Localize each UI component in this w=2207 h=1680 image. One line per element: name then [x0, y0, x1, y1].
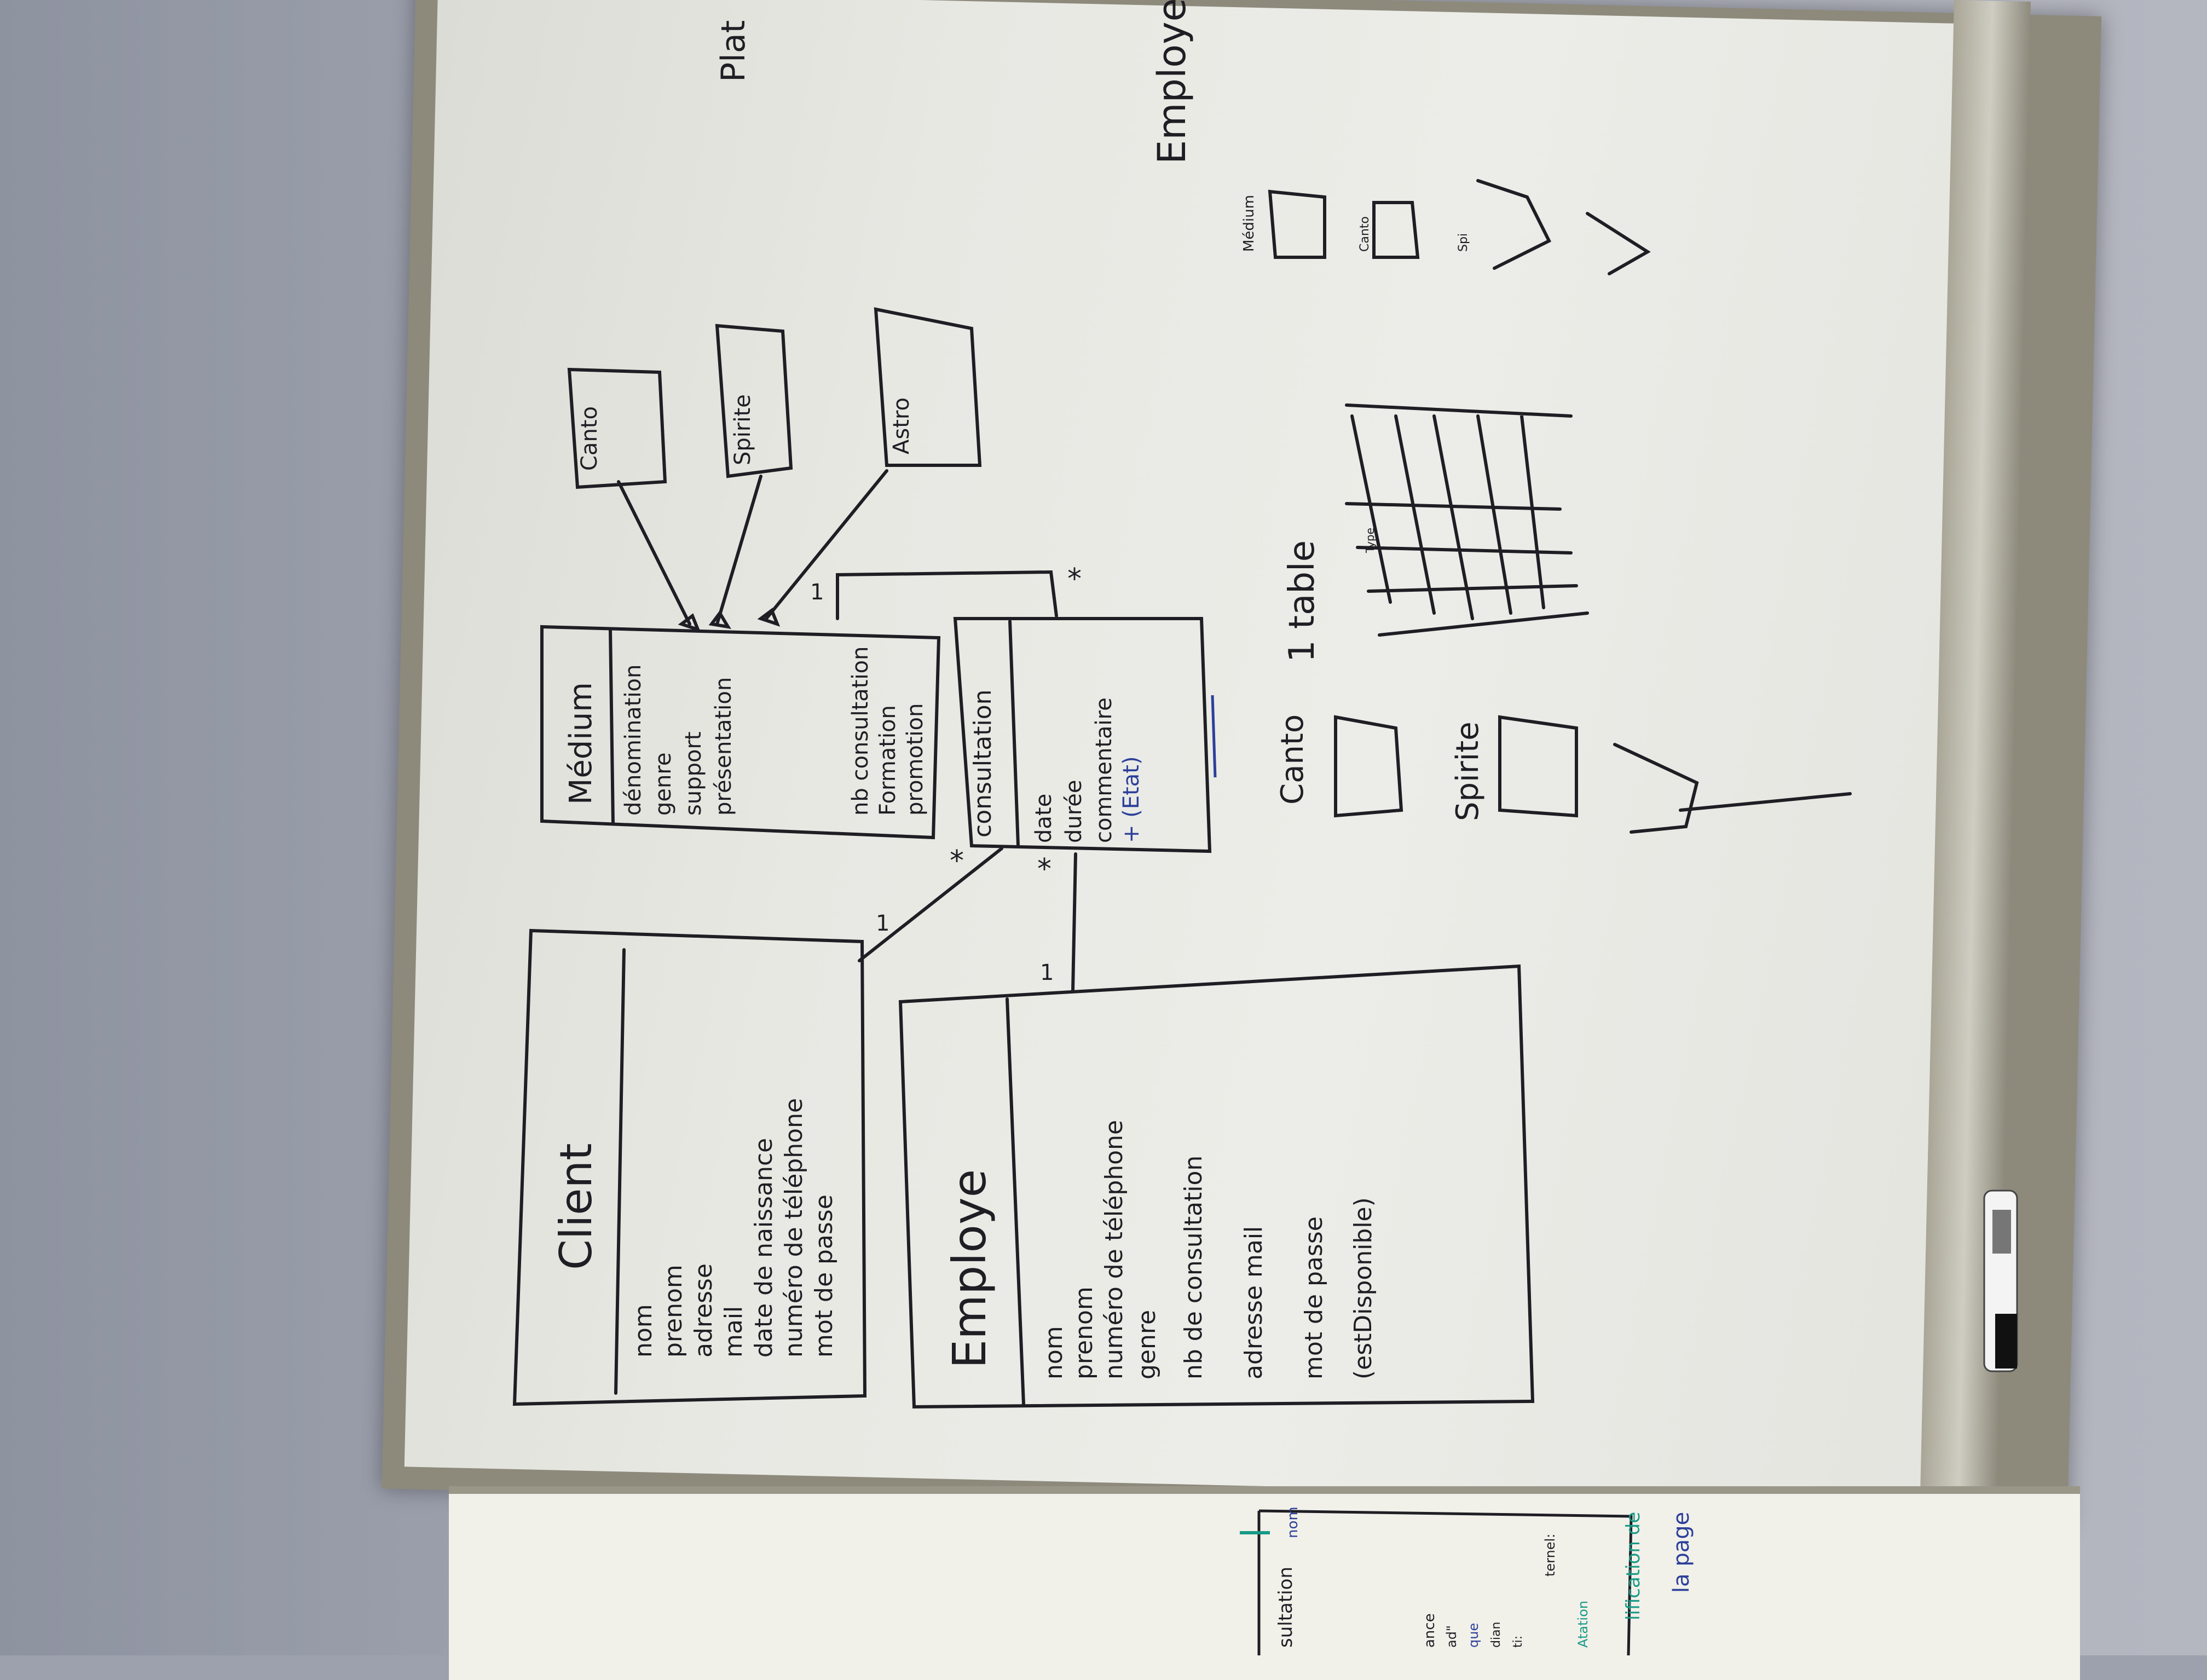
- client-attr: numéro de téléphone: [780, 1098, 808, 1358]
- medium-attr: support: [681, 731, 706, 816]
- astro-box: [874, 307, 982, 467]
- canto-label: Canto: [577, 406, 602, 471]
- employe-attr: nom: [1040, 1326, 1068, 1379]
- client-attr: prenom: [660, 1265, 687, 1358]
- medium-extra: promotion: [903, 703, 928, 816]
- employe-attr: mot de passe: [1300, 1216, 1328, 1379]
- consultation-attr: durée: [1061, 780, 1087, 843]
- table-sketch: [1345, 403, 1589, 637]
- employe-class-box: [898, 964, 1535, 1409]
- lower-dian: dian: [1489, 1621, 1503, 1648]
- employe-title: Employe: [943, 1169, 996, 1369]
- lower-sultation: sultation: [1275, 1567, 1297, 1648]
- consultation-divider: [1008, 620, 1020, 847]
- employe-attr: genre: [1133, 1310, 1161, 1379]
- medium-attr: dénomination: [621, 665, 646, 816]
- sketch-label-spi: Spi: [1457, 233, 1470, 252]
- lower-ance: ance: [1422, 1613, 1438, 1648]
- note-employe: Employe: [1149, 0, 1194, 164]
- note-1-table: 1 table: [1282, 540, 1322, 662]
- medium-consultation-assoc: [836, 570, 1058, 620]
- client-attr: mail: [720, 1306, 748, 1358]
- medium-attr: présentation: [711, 677, 736, 816]
- lower-lification: lification de: [1622, 1512, 1644, 1620]
- canto-inherit-line: [617, 480, 691, 626]
- client-title: Client: [551, 1143, 602, 1270]
- lower-ad: ad": [1444, 1625, 1459, 1648]
- lower-la-page: la page: [1669, 1512, 1694, 1593]
- lower-box: [1257, 1509, 1633, 1655]
- lower-nom: nom: [1285, 1506, 1301, 1538]
- employe-consultation-assoc: [1071, 852, 1077, 992]
- medium-title: Médium: [563, 682, 599, 805]
- medium-divider: [609, 628, 615, 825]
- right-small-sketches: [1268, 179, 1651, 275]
- consultation-title: consultation: [969, 689, 997, 838]
- astro-label: Astro: [889, 397, 914, 454]
- consultation-class-box: [953, 617, 1212, 853]
- right-lower-line: [1679, 792, 1852, 812]
- employe-attr: numéro de téléphone: [1100, 1120, 1128, 1379]
- medium-attr: genre: [651, 752, 676, 816]
- client-class-box: [512, 928, 867, 1406]
- marker-icon: [1983, 1190, 2018, 1372]
- right-lower-sketches: [1334, 715, 1699, 834]
- spirite-inherit-line: [715, 475, 762, 626]
- spirite-box: [715, 324, 793, 478]
- employe-attr: nb de consultation: [1180, 1156, 1208, 1379]
- mult-consult-employe: *: [1037, 853, 1051, 886]
- client-divider: [614, 948, 626, 1395]
- note-plat: Plat: [714, 20, 753, 82]
- consultation-etat: + (Etat): [1119, 756, 1144, 843]
- lower-atation: Atation: [1575, 1601, 1591, 1648]
- lower-whiteboard: [449, 1486, 2080, 1680]
- lower-que: que: [1466, 1623, 1481, 1648]
- inheritance-triangles: [678, 608, 781, 632]
- canto-box: [567, 367, 667, 489]
- sketch-label-medium: Médium: [1241, 195, 1257, 252]
- mult-medium: 1: [810, 580, 824, 605]
- employe-attr: adresse mail: [1240, 1226, 1268, 1379]
- medium-extra: Formation: [875, 705, 900, 816]
- client-consultation-assoc: [858, 847, 1003, 962]
- employe-divider: [1006, 997, 1025, 1406]
- client-attr: mot de passe: [810, 1194, 838, 1358]
- client-attr: date de naissance: [750, 1138, 778, 1358]
- note-canto: Canto: [1275, 714, 1310, 805]
- medium-class-box: [540, 625, 941, 840]
- medium-extra: nb consultation: [848, 646, 873, 816]
- blue-mark: [1211, 695, 1217, 778]
- astro-inherit-line: [765, 469, 888, 620]
- lower-ti: ti:: [1511, 1636, 1525, 1648]
- note-spirite: Spirite: [1450, 721, 1486, 821]
- consultation-attr: date: [1031, 794, 1056, 843]
- client-attr: adresse: [690, 1263, 718, 1358]
- employe-attr: (estDisponible): [1349, 1197, 1377, 1379]
- lower-ternel: ternel:: [1542, 1534, 1558, 1577]
- client-attr: nom: [629, 1304, 657, 1358]
- spirite-label: Spirite: [730, 394, 755, 465]
- mult-client: 1: [876, 911, 889, 936]
- table-type-label: Type: [1364, 528, 1377, 553]
- mult-employe: 1: [1040, 960, 1054, 985]
- mult-consult-medium: *: [1067, 563, 1082, 596]
- employe-attr: prenom: [1070, 1286, 1098, 1379]
- consultation-attr: commentaire: [1091, 697, 1117, 843]
- sketch-label-canto: Canto: [1358, 216, 1372, 252]
- mult-consult-client: *: [950, 845, 964, 877]
